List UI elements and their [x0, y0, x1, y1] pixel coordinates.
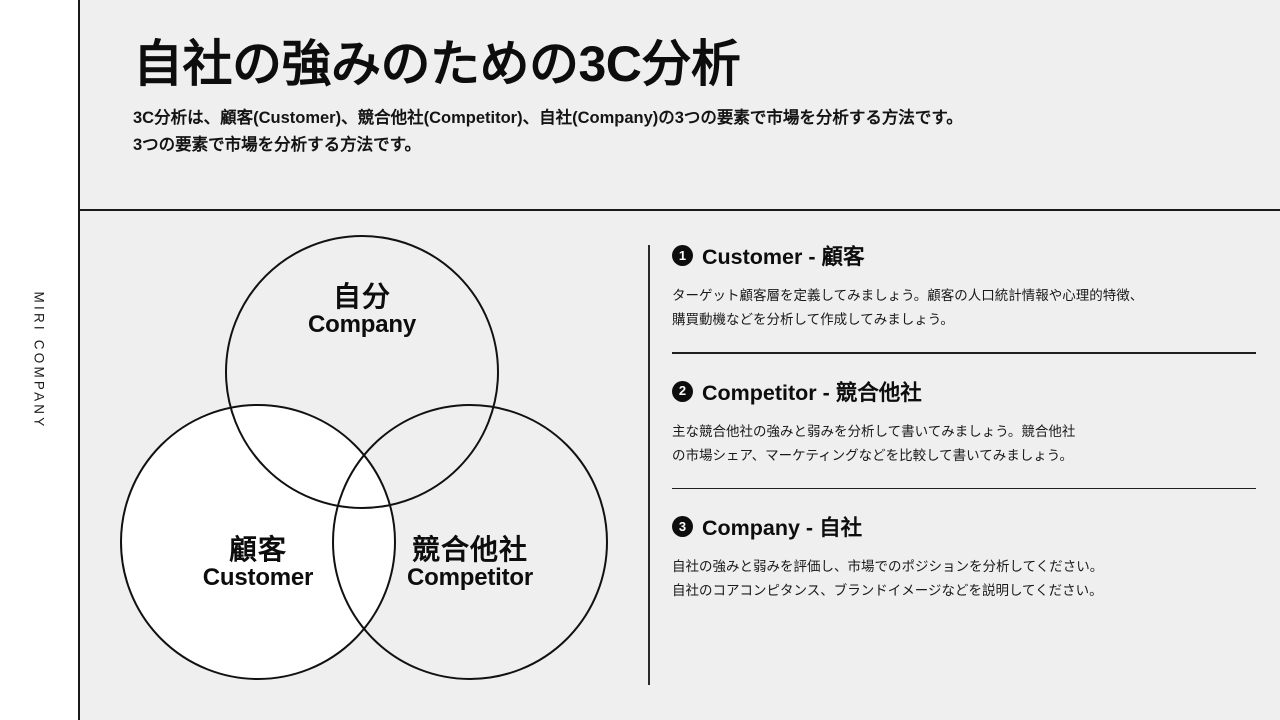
section-divider-1 — [672, 352, 1256, 354]
venn-circle-customer — [120, 404, 396, 680]
venn-label-competitor-jp: 競合他社 — [411, 534, 528, 565]
venn-label-customer-en: Customer — [202, 563, 314, 591]
section-competitor-body: 主な競合他社の強みと弱みを分析して書いてみましょう。競合他社 の市場シェア、マー… — [672, 420, 1258, 468]
section-customer-header: 1 Customer - 顧客 — [672, 240, 1258, 271]
content-vertical-divider — [648, 245, 650, 685]
header-block: 自社の強みのための3C分析 3C分析は、顧客(Customer)、競合他社(Co… — [133, 36, 1243, 158]
brand-wordmark: MIRI COMPANY — [0, 0, 78, 720]
section-company-body-line-1: 自社の強みと弱みを評価し、市場でのポジションを分析してください。 — [672, 559, 1104, 575]
venn-label-competitor: 競合他社 Competitor — [370, 535, 570, 590]
section-competitor-header: 2 Competitor - 競合他社 — [672, 376, 1258, 407]
gutter-vertical-rule — [78, 0, 80, 720]
section-company-header: 3 Company - 自社 — [672, 511, 1258, 542]
page-title: 自社の強みのための3C分析 — [133, 36, 741, 92]
venn-circle-competitor — [332, 404, 608, 680]
section-customer-body-line-1: ターゲット顧客層を定義してみましょう。顧客の人口統計情報や心理的特徴、 — [672, 288, 1144, 303]
left-gutter — [0, 0, 78, 720]
venn-label-customer: 顧客 Customer — [158, 535, 358, 590]
section-customer-body: ターゲット顧客層を定義してみましょう。顧客の人口統計情報や心理的特徴、 購買動機… — [672, 284, 1258, 332]
section-customer-title: Customer - 顧客 — [702, 245, 865, 269]
subtitle-line-2: 3つの要素で市場を分析する方法です。 — [133, 135, 422, 154]
header-divider — [80, 209, 1280, 211]
brand-label: MIRI COMPANY — [31, 291, 47, 429]
subtitle-line-1: 3C分析は、顧客(Customer)、競合他社(Competitor)、自社(C… — [133, 109, 963, 127]
venn-label-company: 自分 Company — [262, 282, 462, 337]
venn-circle-company — [225, 235, 499, 509]
section-competitor-title: Competitor - 競合他社 — [702, 380, 922, 405]
section-divider-2 — [672, 487, 1256, 490]
section-competitor-body-line-1: 主な競合他社の強みと弱みを分析して書いてみましょう。競合他社 — [672, 423, 1076, 439]
venn-diagram: 自分 Company 顧客 Customer 競合他社 Competitor — [100, 225, 640, 695]
section-number-badge: 3 — [672, 516, 693, 538]
section-company: 3 Company - 自社 自社の強みと弱みを評価し、市場でのポジションを分析… — [672, 489, 1258, 603]
section-company-body: 自社の強みと弱みを評価し、市場でのポジションを分析してください。 自社のコアコン… — [672, 555, 1258, 603]
section-competitor-body-line-2: の市場シェア、マーケティングなどを比較して書いてみましょう。 — [672, 447, 1073, 463]
section-number-badge: 2 — [672, 380, 693, 402]
section-number-badge: 1 — [672, 245, 693, 266]
section-competitor: 2 Competitor - 競合他社 主な競合他社の強みと弱みを分析して書いて… — [672, 354, 1258, 490]
sections-column: 1 Customer - 顧客 ターゲット顧客層を定義してみましょう。顧客の人口… — [672, 240, 1258, 603]
venn-label-customer-jp: 顧客 — [228, 534, 287, 565]
section-company-body-line-2: 自社のコアコンピタンス、ブランドイメージなどを説明してください。 — [672, 583, 1103, 599]
section-customer: 1 Customer - 顧客 ターゲット顧客層を定義してみましょう。顧客の人口… — [672, 240, 1258, 354]
section-customer-body-line-2: 購買動機などを分析して作成してみましょう。 — [672, 312, 954, 328]
venn-svg — [120, 235, 608, 680]
section-company-title: Company - 自社 — [702, 516, 863, 541]
venn-label-competitor-en: Competitor — [407, 563, 533, 591]
venn-label-company-en: Company — [308, 310, 416, 338]
page-subtitle: 3C分析は、顧客(Customer)、競合他社(Competitor)、自社(C… — [133, 105, 1243, 158]
venn-label-company-jp: 自分 — [332, 281, 391, 312]
